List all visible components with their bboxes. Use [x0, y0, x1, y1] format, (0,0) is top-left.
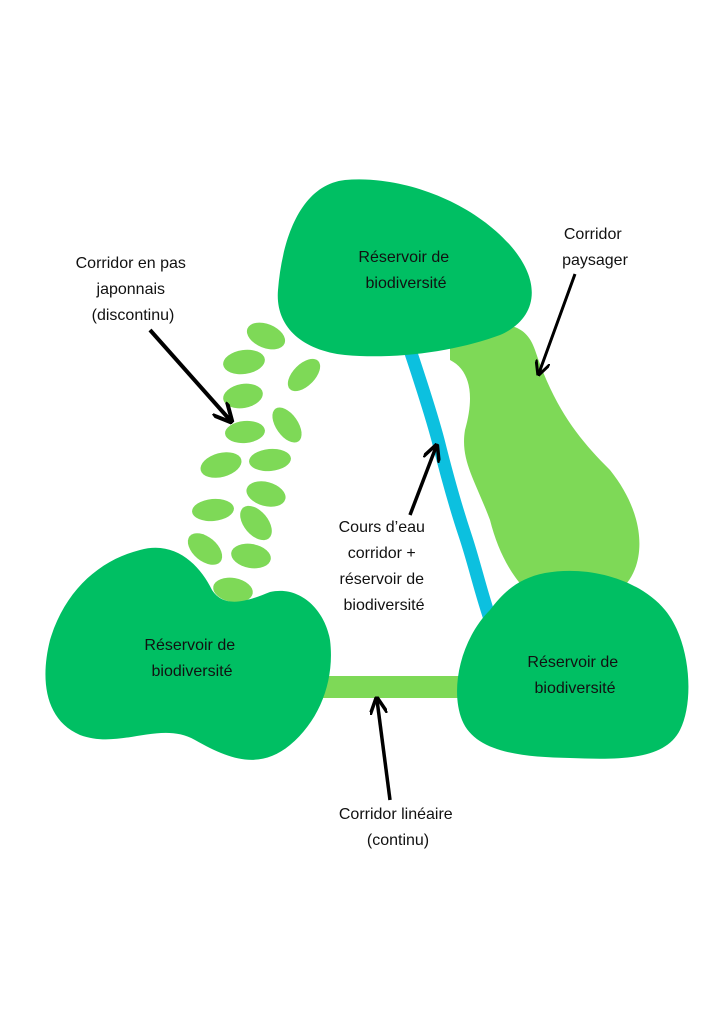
stepping-stone: [287, 358, 321, 392]
reservoir-left-label: Réservoir de biodiversité: [144, 637, 239, 680]
stepping-stone: [192, 498, 234, 522]
stepping-stone: [246, 322, 286, 350]
label-line: biodiversité: [152, 663, 233, 680]
stepping-stone: [187, 533, 223, 565]
label-line: réservoir de: [340, 571, 425, 588]
label-line: (discontinu): [92, 307, 175, 324]
label-line: Corridor: [564, 226, 622, 243]
landscape-corridor: [450, 324, 640, 600]
river-arrow: [408, 447, 436, 516]
label-line: japonnais: [96, 281, 166, 298]
label-line: Réservoir de: [358, 249, 449, 266]
stepping-stone: [223, 349, 265, 375]
stepping-stone-arrow: [148, 328, 230, 420]
label-line: Corridor en pas: [76, 255, 186, 272]
label-line: Corridor linéaire: [339, 806, 453, 823]
label-line: biodiversité: [366, 275, 447, 292]
stepping-stone: [223, 383, 263, 409]
stepping-stone: [240, 505, 272, 541]
landscape-corridor-label: Corridor paysager: [562, 226, 628, 269]
reservoir-right: [457, 570, 689, 759]
reservoir-top-label: Réservoir de biodiversité: [358, 249, 453, 292]
label-line: biodiversité: [344, 597, 425, 614]
river-corridor-label: Cours d’eau corridor + réservoir de biod…: [339, 519, 430, 614]
label-line: Cours d’eau: [339, 519, 425, 536]
stepping-stone: [246, 481, 286, 507]
river-corridor: [403, 347, 499, 628]
stepping-stone: [249, 448, 291, 472]
label-line: (continu): [367, 832, 429, 849]
reservoir-right-label: Réservoir de biodiversité: [527, 654, 622, 697]
label-line: paysager: [562, 252, 628, 269]
stepping-stone: [213, 577, 253, 603]
linear-corridor: [320, 676, 470, 698]
linear-arrow: [377, 700, 392, 801]
stepping-stones: [187, 322, 321, 603]
reservoir-top: [277, 179, 532, 357]
stepping-stone: [225, 420, 265, 444]
stepping-stone-corridor-label: Corridor en pas japonnais (discontinu): [76, 255, 191, 324]
stepping-stone: [272, 407, 302, 443]
label-line: biodiversité: [535, 680, 616, 697]
stepping-stone: [200, 452, 242, 478]
label-line: corridor +: [348, 545, 416, 562]
linear-corridor-label: Corridor linéaire (continu): [339, 806, 457, 849]
landscape-arrow: [539, 273, 577, 373]
label-line: Réservoir de: [527, 654, 618, 671]
reservoir-left: [45, 547, 331, 760]
label-line: Réservoir de: [144, 637, 235, 654]
stepping-stone: [231, 543, 271, 569]
